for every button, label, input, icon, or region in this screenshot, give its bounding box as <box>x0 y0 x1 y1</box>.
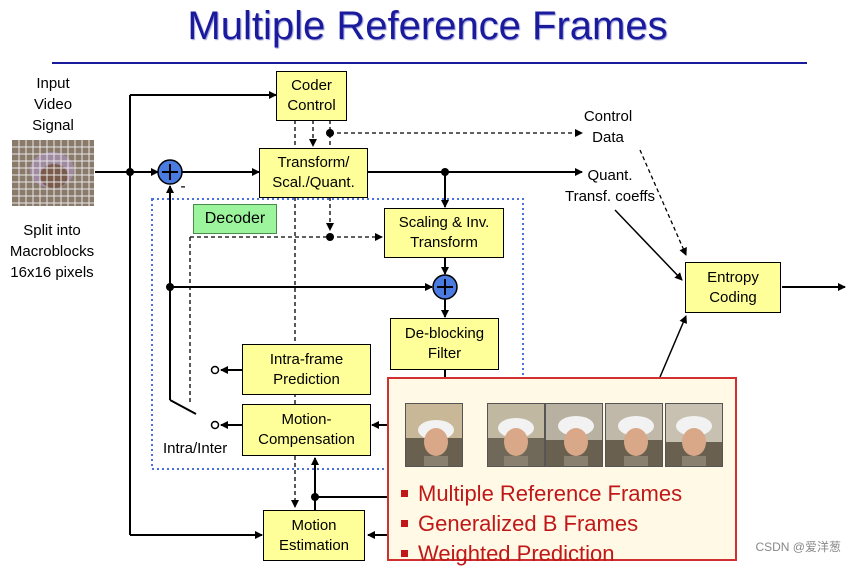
bullet-generalized-b-frames: Generalized B Frames <box>401 509 682 539</box>
feature-bullet-list: Multiple Reference Frames Generalized B … <box>401 479 682 569</box>
deblocking-filter-box: De-blocking Filter <box>390 318 499 370</box>
control-data-label: Control Data <box>583 108 633 146</box>
intra-prediction-box: Intra-frame Prediction <box>242 344 371 395</box>
motion-estimation-box: Motion Estimation <box>263 510 365 561</box>
page-title: Multiple Reference Frames <box>187 4 668 48</box>
input-video-thumbnail <box>12 140 94 206</box>
features-popup: Multiple Reference Frames Generalized B … <box>387 377 737 566</box>
reference-frame-5 <box>665 403 723 467</box>
adder-1 <box>157 159 183 185</box>
bullet-multiple-reference-frames: Multiple Reference Frames <box>401 479 682 509</box>
bullet-weighted-prediction: Weighted Prediction <box>401 539 682 569</box>
motion-compensation-box: Motion- Compensation <box>242 404 371 456</box>
decoder-region <box>151 198 524 470</box>
input-video-label: Input Video Signal <box>32 75 74 134</box>
transform-quant-box: Transform/ Scal./Quant. <box>259 148 368 198</box>
minus-sign: - <box>180 178 186 195</box>
coder-control-box: Coder Control <box>276 71 347 121</box>
quant-coeffs-label: Quant. Transf. coeffs <box>564 167 656 205</box>
adder-2 <box>432 274 458 300</box>
reference-frame-3 <box>545 403 603 467</box>
reference-frame-2 <box>487 403 545 467</box>
title-rule <box>52 62 807 64</box>
entropy-coding-box: Entropy Coding <box>685 262 781 313</box>
scaling-inv-transform-box: Scaling & Inv. Transform <box>384 208 504 258</box>
intra-inter-label: Intra/Inter <box>163 440 228 457</box>
reference-frame-1 <box>405 403 463 467</box>
watermark: CSDN @爱洋葱 <box>755 540 841 554</box>
reference-frame-4 <box>605 403 663 467</box>
decoder-label: Decoder <box>193 204 277 234</box>
split-macroblocks-label: Split into Macroblocks 16x16 pixels <box>9 222 95 281</box>
